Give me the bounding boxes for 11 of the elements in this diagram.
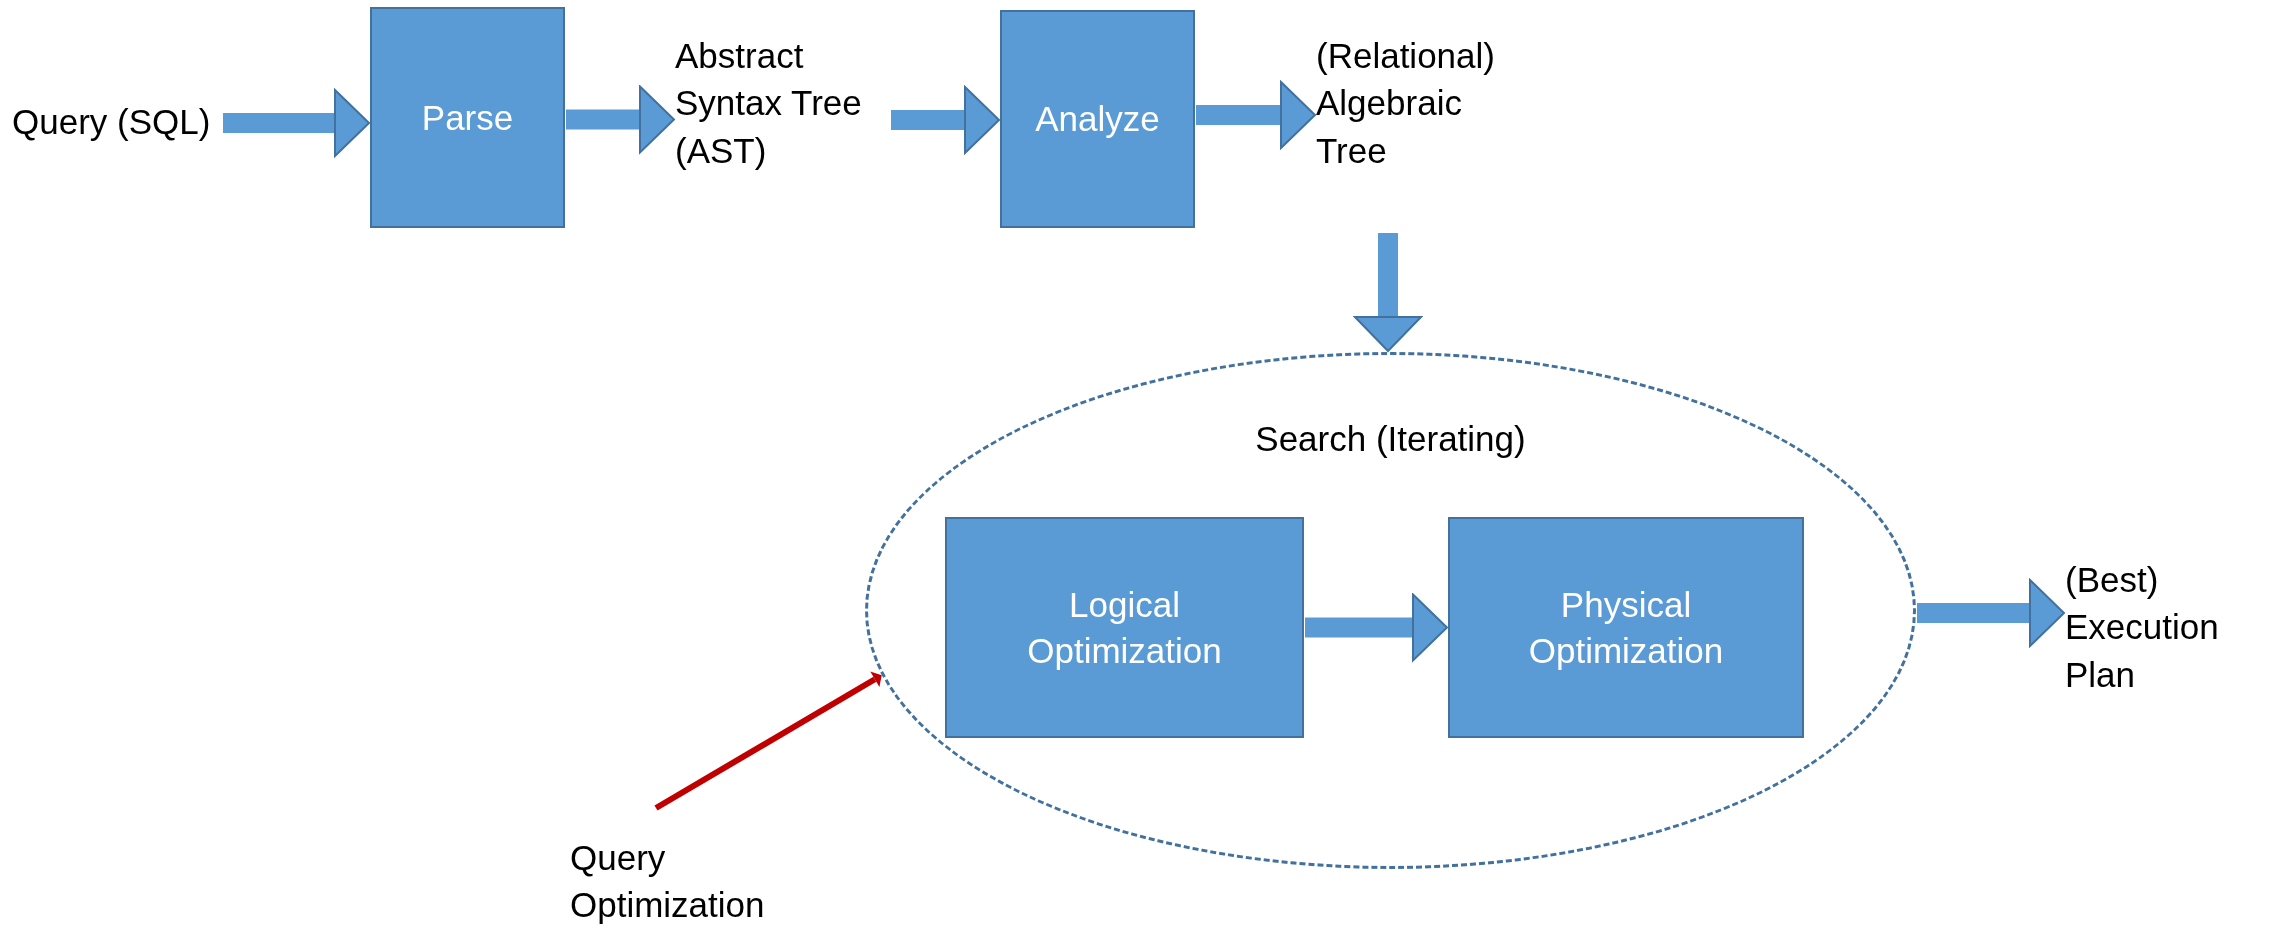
step-label: (Relational) Algebraic Tree xyxy=(1316,32,1536,232)
process-box: Parse xyxy=(370,7,565,228)
step-label: Abstract Syntax Tree (AST) xyxy=(675,32,890,207)
search-ellipse xyxy=(865,352,1916,869)
ellipse-title: Search (Iterating) xyxy=(1255,419,1526,459)
step-label: Query (SQL) xyxy=(12,98,222,148)
process-box: Physical Optimization xyxy=(1448,517,1804,738)
step-label: Query Optimization xyxy=(570,834,830,934)
process-box: Logical Optimization xyxy=(945,517,1304,738)
process-box: Analyze xyxy=(1000,10,1195,228)
step-label: (Best) Execution Plan xyxy=(2065,556,2260,731)
